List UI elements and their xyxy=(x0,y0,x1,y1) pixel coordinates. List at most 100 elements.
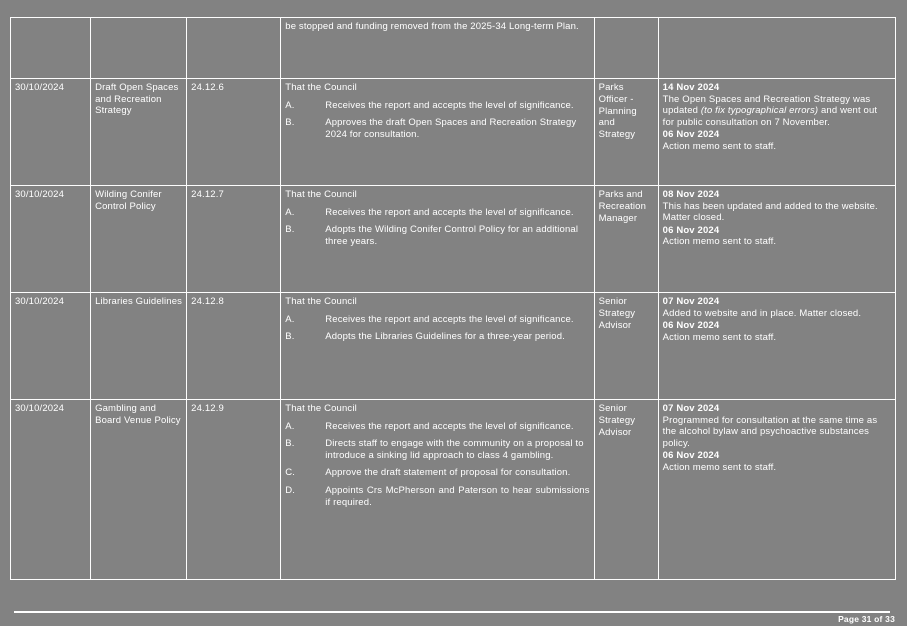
cell-responsibility xyxy=(593,17,659,79)
responsibility-text: Parks Officer - Planning and Strategy xyxy=(598,82,637,141)
resolution-clause-list: A. Receives the report and accepts the le… xyxy=(285,207,589,248)
clause-marker: B. xyxy=(285,438,295,450)
footer-page-number: Page 31 of 33 xyxy=(838,614,895,624)
table-body: be stopped and funding removed from the … xyxy=(9,17,897,580)
status-note-part: Action memo sent to staff. xyxy=(662,461,777,473)
cell-responsibility: Parks Officer - Planning and Strategy xyxy=(593,78,659,186)
resolution-lead-in: That the Council xyxy=(285,296,357,307)
clause-text: Receives the report and accepts the leve… xyxy=(325,313,574,325)
clause-marker: B. xyxy=(285,117,295,129)
resolution-clause: A. Receives the report and accepts the le… xyxy=(285,100,589,112)
cell-status xyxy=(657,17,897,79)
resolution-clause: B. Approves the draft Open Spaces and Rec… xyxy=(285,117,589,140)
cell-reference: 24.12.8 xyxy=(186,292,282,400)
responsibility-text: Parks and Recreation Manager xyxy=(598,189,647,224)
cell-responsibility: Parks and Recreation Manager xyxy=(593,185,659,293)
clause-text: Adopts the Libraries Guidelines for a th… xyxy=(325,331,565,343)
status-date: 06 Nov 2024 xyxy=(662,450,720,462)
cell-subject xyxy=(90,17,188,79)
cell-subject: Wilding Conifer Control Policy xyxy=(90,185,188,293)
resolution-clause: C.Approve the draft statement of proposa… xyxy=(285,467,589,479)
status-note: Action memo sent to staff. xyxy=(663,462,891,474)
clause-text: Receives the report and accepts the leve… xyxy=(325,99,574,111)
status-note-part: The Open Spaces and Recreation Strategy … xyxy=(662,93,871,117)
clause-marker: A. xyxy=(285,206,295,218)
cell-reference: 24.12.7 xyxy=(186,185,282,293)
cell-subject: Libraries Guidelines xyxy=(90,292,188,400)
resolution-clause-list: A. Receives the report and accepts the le… xyxy=(285,100,589,141)
cell-resolution: be stopped and funding removed from the … xyxy=(280,17,595,79)
resolution-clause-list: A. Receives the report and accepts the le… xyxy=(285,314,589,343)
cell-reference: 24.12.6 xyxy=(186,78,282,186)
cell-reference xyxy=(186,17,282,79)
responsibility-text: Senior Strategy Advisor xyxy=(598,403,636,438)
clause-marker: A. xyxy=(285,420,295,432)
clause-marker: B. xyxy=(285,224,295,236)
clause-marker: A. xyxy=(285,313,295,325)
resolution-clause: A. Receives the report and accepts the le… xyxy=(285,314,589,326)
clause-marker: D. xyxy=(285,484,296,496)
status-note: Programmed for consultation at the same … xyxy=(663,415,891,450)
status-note: Action memo sent to staff. xyxy=(663,332,891,344)
cell-responsibility: Senior Strategy Advisor xyxy=(593,399,659,580)
cell-reference: 24.12.9 xyxy=(186,399,282,580)
status-note: Action memo sent to staff. xyxy=(663,141,891,153)
resolution-continued-text: be stopped and funding removed from the … xyxy=(285,21,579,32)
status-note: Added to website and in place. Matter cl… xyxy=(663,308,891,320)
cell-subject: Gambling and Board Venue Policy xyxy=(90,399,188,580)
status-date: 08 Nov 2024 xyxy=(662,189,720,200)
resolution-clause: B. Directs staff to engage with the commu… xyxy=(285,438,589,461)
clause-text: Approves the draft Open Spaces and Recre… xyxy=(325,117,577,140)
resolution-lead-in: That the Council xyxy=(285,82,357,93)
status-date: 06 Nov 2024 xyxy=(662,129,720,141)
status-note-part: Added to website and in place. Matter cl… xyxy=(662,307,862,319)
status-date: 07 Nov 2024 xyxy=(662,296,720,307)
clause-text: Directs staff to engage with the communi… xyxy=(325,438,584,461)
status-date: 14 Nov 2024 xyxy=(662,82,720,93)
status-note-part: Action memo sent to staff. xyxy=(662,236,777,248)
action-sheet-table: be stopped and funding removed from the … xyxy=(9,17,897,580)
clause-text: Appoints Crs McPherson and Paterson to h… xyxy=(325,484,590,508)
resolution-clause: D. Appoints Crs McPherson and Paterson to… xyxy=(285,485,589,508)
cell-date: 30/10/2024 xyxy=(9,78,92,186)
status-note: This has been updated and added to the w… xyxy=(663,201,891,224)
clause-text: Receives the report and accepts the leve… xyxy=(325,420,574,432)
responsibility-text: Senior Strategy Advisor xyxy=(598,296,636,331)
clause-text: Receives the report and accepts the leve… xyxy=(325,206,574,218)
status-note-part: This has been updated and added to the w… xyxy=(662,200,878,224)
cell-date: 30/10/2024 xyxy=(9,399,92,580)
status-note: The Open Spaces and Recreation Strategy … xyxy=(663,94,891,129)
resolution-clause: A. Receives the report and accepts the le… xyxy=(285,421,589,433)
resolution-clause-list: A. Receives the report and accepts the le… xyxy=(285,421,589,509)
resolution-clause: B.Adopts the Wilding Conifer Control Pol… xyxy=(285,224,589,247)
cell-responsibility: Senior Strategy Advisor xyxy=(593,292,659,400)
status-note-part: Action memo sent to staff. xyxy=(662,140,777,152)
resolution-lead-in: That the Council xyxy=(285,189,357,200)
status-note-part: and went out for public consultation on … xyxy=(662,105,878,128)
status-date: 07 Nov 2024 xyxy=(662,403,720,414)
clause-marker: B. xyxy=(285,331,295,343)
status-note-part: Programmed for consultation at the same … xyxy=(662,414,878,449)
cell-date: 30/10/2024 xyxy=(9,185,92,293)
clause-text: Approve the draft statement of proposal … xyxy=(325,467,571,479)
clause-marker: A. xyxy=(285,99,295,111)
